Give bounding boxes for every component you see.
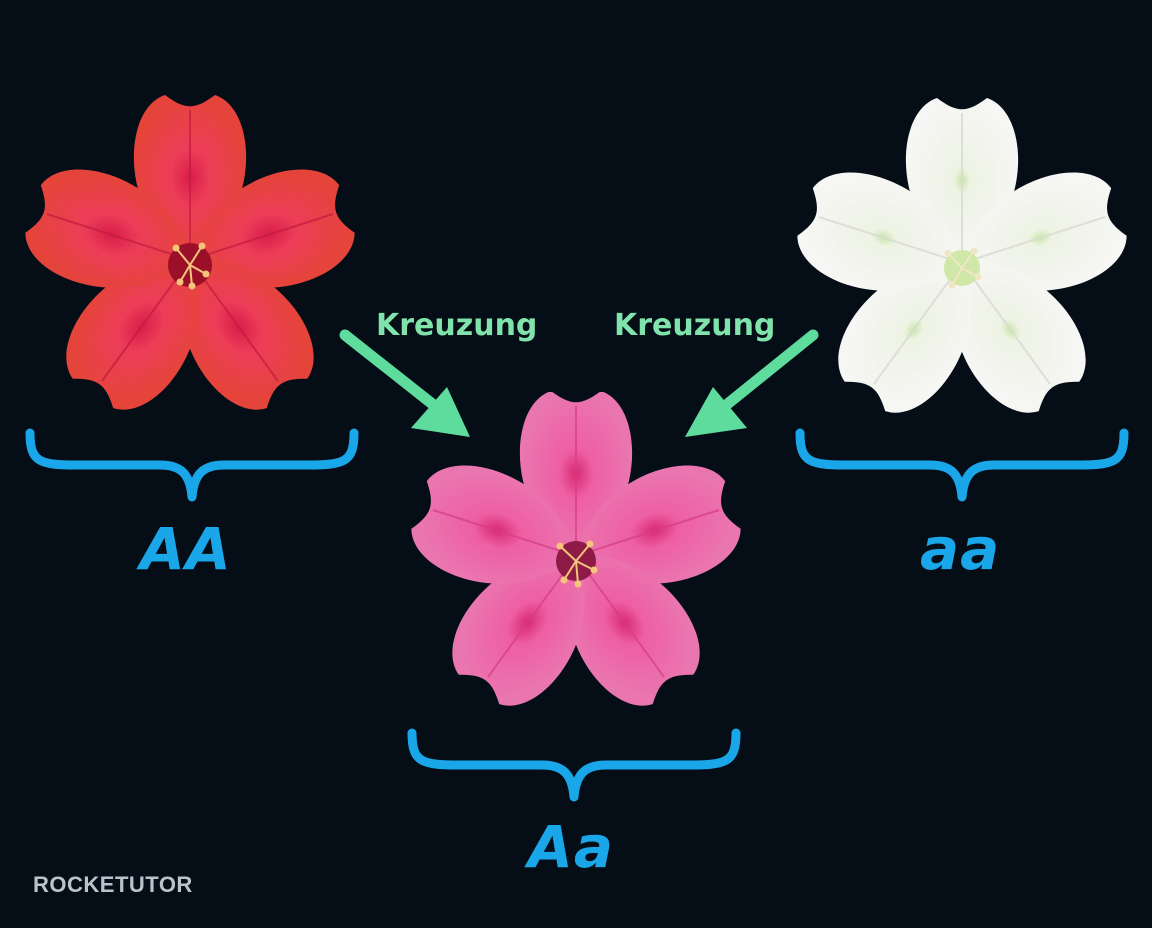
red-flower-icon bbox=[20, 95, 360, 425]
cross-label-left: Kreuzung bbox=[376, 308, 538, 343]
genotype-label-left: AA bbox=[140, 515, 232, 583]
right-cross-arrow bbox=[685, 329, 819, 437]
left-cross-arrow bbox=[339, 329, 470, 437]
genotype-label-right: aa bbox=[920, 515, 1001, 583]
left-brace bbox=[25, 428, 359, 502]
pink-flower-icon bbox=[405, 392, 747, 720]
cross-label-right: Kreuzung bbox=[614, 308, 776, 343]
genotype-label-offspring: Aa bbox=[528, 813, 615, 881]
logo: ROCKETUTOR bbox=[33, 872, 193, 897]
right-brace bbox=[795, 428, 1129, 502]
white-flower-icon bbox=[795, 98, 1130, 428]
bottom-brace bbox=[407, 728, 741, 802]
